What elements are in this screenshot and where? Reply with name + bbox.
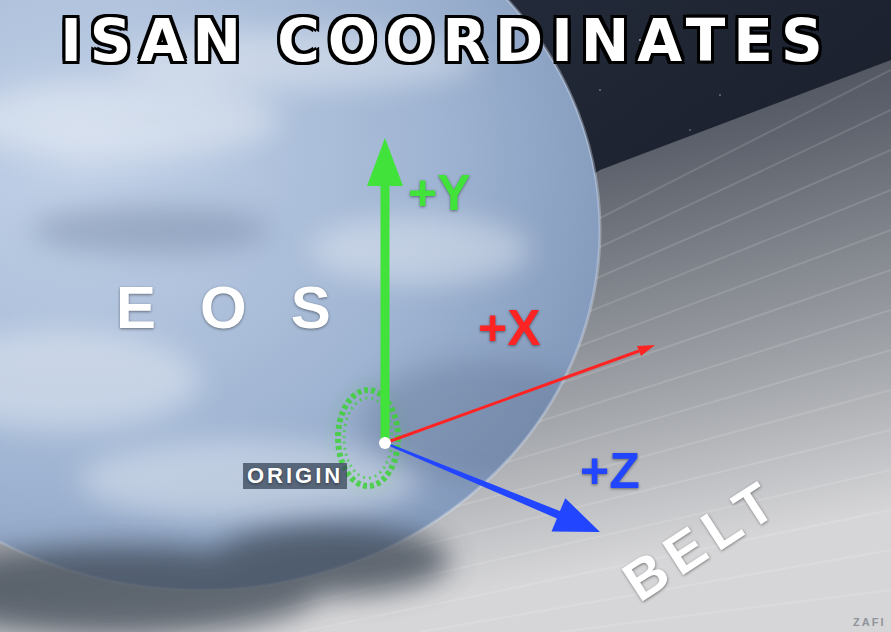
- watermark: ZAFI: [853, 617, 885, 628]
- z-axis-arrow: [385, 442, 600, 532]
- dark-clouds: [0, 525, 450, 632]
- origin-label: ORIGIN: [243, 463, 347, 489]
- origin-dot: [379, 437, 391, 449]
- x-axis-arrow: [385, 345, 655, 443]
- planet-eos: [0, 0, 600, 590]
- axis-label: +X: [478, 303, 541, 353]
- planet-name: EOS: [116, 278, 375, 338]
- title: ISAN COORDINATES: [60, 12, 830, 70]
- axis-label: +Y: [408, 168, 471, 218]
- belt-name: BELT: [614, 469, 790, 611]
- axis-label: +Z: [580, 446, 640, 496]
